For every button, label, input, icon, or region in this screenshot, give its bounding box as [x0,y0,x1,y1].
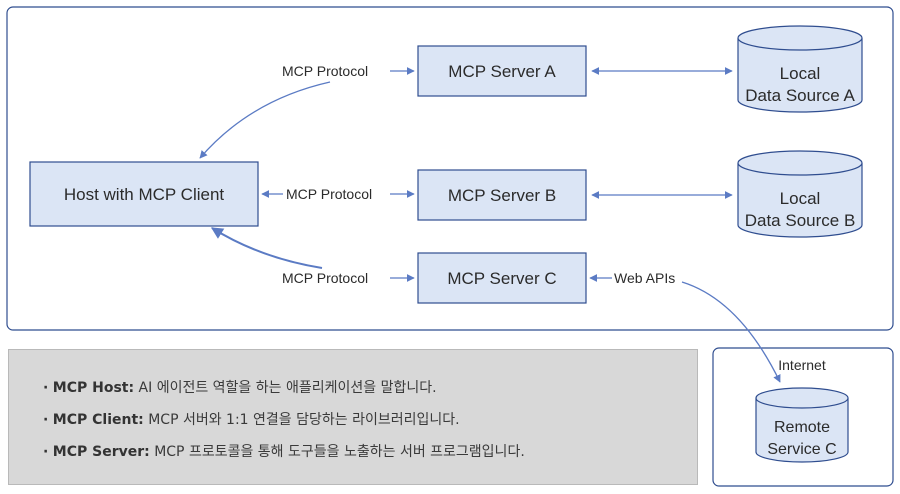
protocol-c-label: MCP Protocol [282,270,368,286]
remote-service-c-line2: Service C [767,441,836,458]
server-a-label: MCP Server A [448,62,556,81]
legend-panel: · MCP Host: AI 에이전트 역할을 하는 애플리케이션을 말합니다.… [8,349,698,485]
legend-desc-client: MCP 서버와 1:1 연결을 담당하는 라이브러리입니다. [148,412,460,428]
server-c-label: MCP Server C [447,269,556,288]
remote-service-c-node: Remote Service C [755,387,849,463]
protocol-c-curve [210,227,323,269]
remote-service-c-line1: Remote [774,419,830,436]
data-source-a-node: Local Data Source A [737,25,863,113]
legend-item-client: · MCP Client: MCP 서버와 1:1 연결을 담당하는 라이브러리… [43,412,460,428]
legend-term-server: MCP Server [52,444,145,460]
legend-term-host: MCP Host [52,380,129,396]
host-node [29,161,259,227]
web-apis-label: Web APIs [614,270,675,286]
web-apis-curve [681,281,781,383]
server-c-node [417,252,587,304]
server-b-label: MCP Server B [448,186,556,205]
protocol-a-label: MCP Protocol [282,63,368,79]
host-label: Host with MCP Client [64,185,225,204]
internet-label: Internet [778,357,826,373]
protocol-a-curve [199,81,331,159]
data-source-a-line1: Local [780,64,821,83]
legend-desc-server: MCP 프로토콜을 통해 도구들을 노출하는 서버 프로그램입니다. [154,444,525,460]
legend-item-server: · MCP Server: MCP 프로토콜을 통해 도구들을 노출하는 서버 … [43,444,525,460]
data-source-a-line2: Data Source A [745,86,855,105]
server-b-node [417,169,587,221]
data-source-b-line1: Local [780,189,821,208]
server-a-node [417,45,587,97]
legend-item-host: · MCP Host: AI 에이전트 역할을 하는 애플리케이션을 말합니다. [43,380,437,396]
legend-term-client: MCP Client [52,412,139,428]
legend-desc-host: AI 에이전트 역할을 하는 애플리케이션을 말합니다. [138,380,437,396]
legend-list: · MCP Host: AI 에이전트 역할을 하는 애플리케이션을 말합니다.… [43,378,525,474]
protocol-b-label: MCP Protocol [286,186,372,202]
data-source-b-line2: Data Source B [745,211,856,230]
data-source-b-node: Local Data Source B [737,150,863,238]
local-environment-frame [6,6,894,331]
